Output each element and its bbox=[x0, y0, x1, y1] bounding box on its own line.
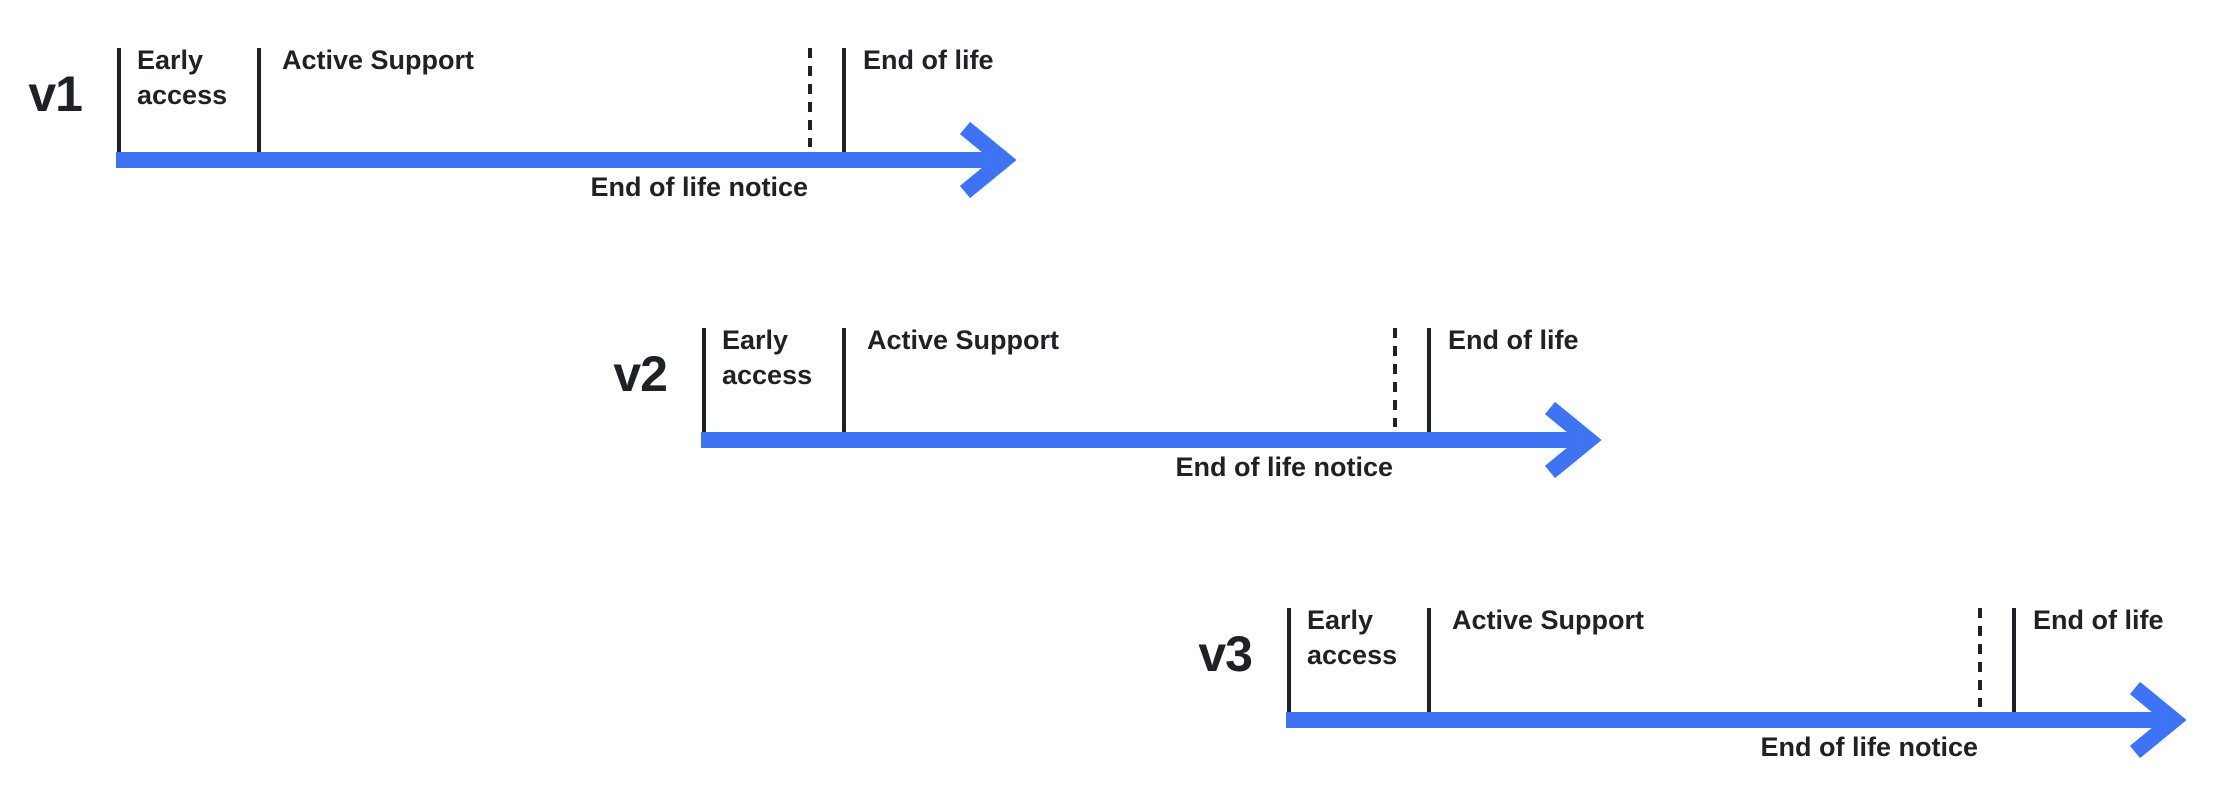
arrow-head-icon bbox=[2129, 681, 2187, 759]
end-of-life-notice-label: End of life notice bbox=[1760, 732, 1978, 762]
arrow-shaft bbox=[701, 432, 1576, 448]
timeline-arrow bbox=[116, 121, 1017, 199]
timeline-row-v2: v2 Early access Active Support End of li… bbox=[597, 305, 1607, 505]
eol-notice-dashed-line bbox=[808, 48, 812, 147]
arrow-head-icon bbox=[959, 121, 1017, 199]
early-access-start-tick bbox=[1287, 608, 1291, 712]
arrow-shaft bbox=[1286, 712, 2161, 728]
early-access-start-tick bbox=[702, 328, 706, 432]
timeline-row-v3: v3 Early access Active Support End of li… bbox=[1182, 585, 2192, 785]
active-support-label: Active Support bbox=[867, 325, 1060, 355]
version-label: v2 bbox=[613, 346, 668, 402]
end-of-life-tick bbox=[2012, 608, 2016, 712]
arrow-shaft bbox=[116, 152, 991, 168]
early-access-label: Early access bbox=[1307, 605, 1398, 671]
end-of-life-tick bbox=[842, 48, 846, 152]
version-label: v3 bbox=[1198, 626, 1253, 682]
timeline-row-v1: v1 Early access Active Support End of li… bbox=[12, 25, 1022, 225]
end-of-life-label: End of life bbox=[863, 45, 994, 75]
active-support-start-tick bbox=[257, 48, 261, 152]
timeline-arrow bbox=[701, 401, 1602, 479]
active-support-label: Active Support bbox=[282, 45, 475, 75]
eol-notice-dashed-line bbox=[1978, 608, 1982, 707]
early-access-label: Early access bbox=[137, 45, 228, 111]
early-access-label: Early access bbox=[722, 325, 813, 391]
eol-notice-dashed-line bbox=[1393, 328, 1397, 427]
end-of-life-label: End of life bbox=[2033, 605, 2164, 635]
end-of-life-notice-label: End of life notice bbox=[1175, 452, 1393, 482]
timeline-arrow bbox=[1286, 681, 2187, 759]
active-support-label: Active Support bbox=[1452, 605, 1645, 635]
arrow-head-icon bbox=[1544, 401, 1602, 479]
end-of-life-notice-label: End of life notice bbox=[590, 172, 808, 202]
end-of-life-label: End of life bbox=[1448, 325, 1579, 355]
end-of-life-tick bbox=[1427, 328, 1431, 432]
version-label: v1 bbox=[28, 66, 83, 122]
early-access-start-tick bbox=[117, 48, 121, 152]
active-support-start-tick bbox=[1427, 608, 1431, 712]
active-support-start-tick bbox=[842, 328, 846, 432]
